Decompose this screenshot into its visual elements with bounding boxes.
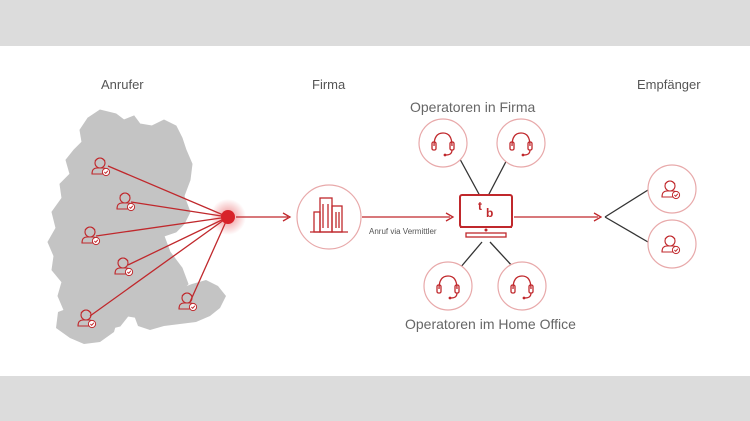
- caller-line-4: [127, 216, 229, 266]
- map-switzerland: [56, 306, 118, 344]
- heading-recipients: Empfänger: [637, 77, 701, 92]
- caller-line-1: [107, 165, 229, 218]
- map-austria: [132, 280, 226, 330]
- heading-operators-office: Operatoren in Firma: [410, 99, 536, 115]
- arrow-head: [593, 212, 603, 222]
- hub-dot: [210, 199, 246, 235]
- caller-lines: [89, 165, 229, 317]
- company-node: [296, 184, 362, 250]
- caller-line-5: [89, 216, 229, 317]
- diagram-canvas: t b Anrufer Firma Operatoren in Firma Em…: [0, 46, 750, 376]
- arrow-head: [282, 212, 292, 222]
- recipient-lines: [604, 189, 649, 243]
- connection-label: Anruf via Vermittler: [369, 227, 437, 236]
- arrow-head: [445, 212, 455, 222]
- diagram-graphics: [47, 109, 697, 344]
- switchboard-monitor: [459, 194, 513, 238]
- operator-nodes: [418, 118, 547, 311]
- heading-operators-home: Operatoren im Home Office: [405, 316, 576, 332]
- monitor-logo-t: t: [478, 199, 482, 213]
- office-building-icon: [310, 197, 348, 233]
- heading-company: Firma: [312, 77, 346, 92]
- caller-line-3: [95, 216, 229, 237]
- recipients: [647, 164, 697, 269]
- heading-callers: Anrufer: [101, 77, 144, 92]
- monitor-logo-b: b: [486, 206, 494, 220]
